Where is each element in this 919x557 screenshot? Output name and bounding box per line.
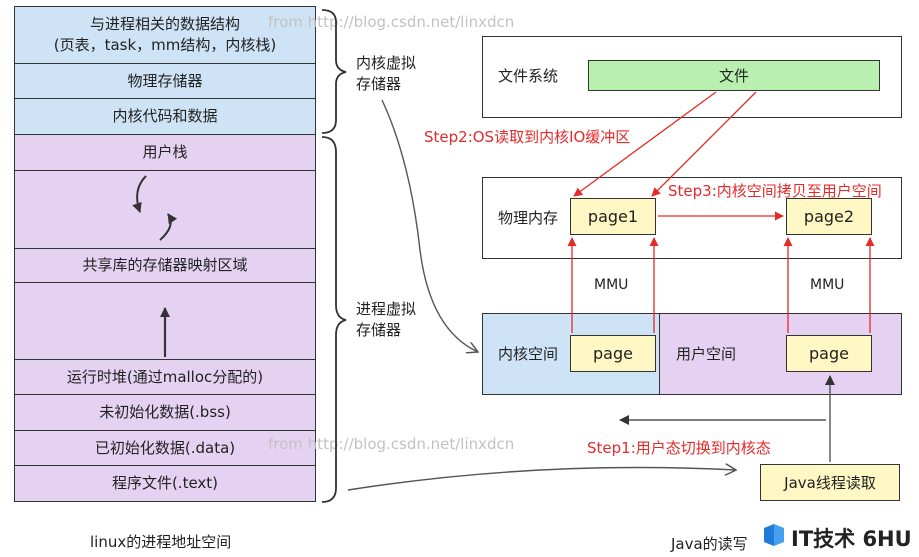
kernel-vm-curve [381,99,478,352]
shared-libs-segment: 共享库的存储器映射区域 [14,248,316,283]
step2-label: Step2:OS读取到内核IO缓冲区 [424,128,631,146]
user-space-label: 用户空间 [676,345,737,363]
bss-segment: 未初始化数据(.bss) [14,394,316,431]
file-to-page1-arrow-b [651,91,757,197]
brand-logo-icon [762,522,786,548]
kernel-structs-segment: 与进程相关的数据结构 (页表，task，mm结构，内核栈) [14,6,316,64]
stack-arrow-up [159,213,178,241]
physical-memory-label: 物理内存 [498,209,559,227]
file-to-page1-arrow-a [573,91,717,197]
user-stack-segment: 用户栈 [14,134,316,171]
step3-label: Step3:内核空间拷贝至用户空间 [668,182,882,200]
brace-kernel [321,9,347,134]
caption-linux: linux的进程地址空间 [90,533,232,551]
stack-arrow-down [132,175,147,213]
mmu-right-label: MMU [810,277,845,293]
page2-box: page2 [786,198,872,235]
kernel-vm-label: 内核虚拟 存储器 [356,54,417,93]
process-vm-label: 进程虚拟 存储器 [356,300,417,339]
file-box: 文件 [588,60,880,91]
process-to-java-curve [347,468,736,491]
kernel-space-label: 内核空间 [498,345,559,363]
java-thread-box: Java线程读取 [760,464,900,501]
physical-memory-segment: 物理存储器 [14,63,316,99]
watermark-bottom: from http://blog.csdn.net/linxdcn [268,435,515,453]
page-user-box: page [786,335,872,372]
watermark-top: from http://blog.csdn.net/linxdcn [268,13,515,31]
caption-java: Java的读写 [671,535,748,553]
heap-segment: 运行时堆(通过malloc分配的) [14,359,316,395]
page1-box: page1 [570,198,656,235]
mmu-left-label: MMU [594,277,629,293]
page-kernel-box: page [570,335,656,372]
brace-process [321,136,347,503]
text-segment: 程序文件(.text) [14,465,316,502]
filesystem-label: 文件系统 [498,67,559,85]
step1-label: Step1:用户态切换到内核态 [587,439,771,457]
brand-text: IT技术 6HU [791,527,912,551]
